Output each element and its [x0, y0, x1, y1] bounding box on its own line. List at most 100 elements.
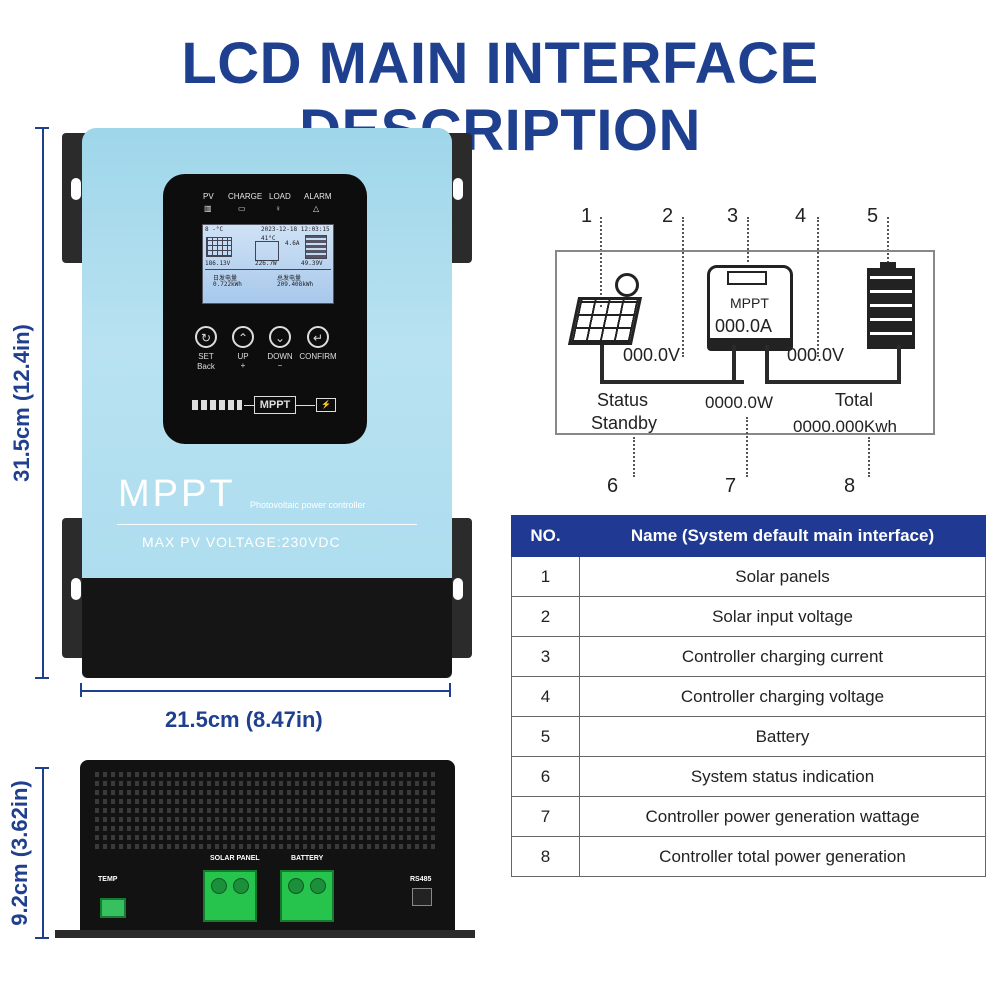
- left-wire: [600, 345, 744, 384]
- terminal-screw[interactable]: [288, 878, 304, 894]
- vent-slot: [183, 826, 187, 831]
- confirm-button[interactable]: ↵: [307, 326, 329, 348]
- vent-slot: [231, 826, 235, 831]
- vent-slot: [375, 781, 379, 786]
- vent-slot: [423, 817, 427, 822]
- vent-slot: [207, 790, 211, 795]
- vent-slot: [431, 808, 435, 813]
- terminal-screw[interactable]: [211, 878, 227, 894]
- temp-connector[interactable]: [100, 898, 126, 918]
- vent-slot: [359, 844, 363, 849]
- vent-slot: [391, 835, 395, 840]
- vent-slot: [231, 835, 235, 840]
- vent-slot: [183, 817, 187, 822]
- terminal-screw[interactable]: [310, 878, 326, 894]
- vent-slot: [127, 835, 131, 840]
- rs485-port[interactable]: [412, 888, 432, 906]
- callout-line: [600, 217, 602, 307]
- callout-5: 5: [867, 205, 879, 227]
- temp-port-label: TEMP: [98, 876, 118, 883]
- solar-terminal-block[interactable]: [203, 870, 257, 922]
- set-button[interactable]: ↻: [195, 326, 217, 348]
- vent-slot: [247, 835, 251, 840]
- vent-slot: [303, 826, 307, 831]
- vent-slot: [263, 781, 267, 786]
- vent-slot: [119, 772, 123, 777]
- vent-slot: [175, 817, 179, 822]
- vent-slot: [303, 799, 307, 804]
- vent-slot: [303, 844, 307, 849]
- row-name: Controller charging voltage: [579, 676, 986, 717]
- vent-slot: [255, 844, 259, 849]
- vent-slot: [311, 808, 315, 813]
- rs485-label: RS485: [410, 876, 432, 883]
- vent-slot: [391, 844, 395, 849]
- vent-slot: [327, 781, 331, 786]
- vent-slot: [167, 799, 171, 804]
- vent-slot: [215, 835, 219, 840]
- vent-slot: [95, 826, 99, 831]
- mount-hole: [71, 178, 81, 200]
- controller-base: [82, 578, 452, 678]
- vent-slot: [183, 781, 187, 786]
- up-button[interactable]: ⌃: [232, 326, 254, 348]
- vent-slot: [191, 799, 195, 804]
- vent-slot: [407, 844, 411, 849]
- callout-1: 1: [581, 205, 593, 227]
- vent-slot: [287, 844, 291, 849]
- vent-slot: [311, 799, 315, 804]
- vent-slot: [143, 799, 147, 804]
- vent-slot: [375, 808, 379, 813]
- brand-label: MPPT: [118, 473, 236, 515]
- vent-slot: [279, 790, 283, 795]
- vent-slot: [391, 772, 395, 777]
- controller-icon: [707, 265, 793, 351]
- vent-slot: [311, 772, 315, 777]
- vent-slot: [255, 799, 259, 804]
- vent-slot: [175, 772, 179, 777]
- vent-slot: [295, 844, 299, 849]
- vent-slot: [215, 817, 219, 822]
- vent-slot: [327, 817, 331, 822]
- row-number: 7: [511, 796, 580, 837]
- vent-slot: [127, 817, 131, 822]
- vent-slot: [215, 826, 219, 831]
- vent-slot: [239, 835, 243, 840]
- lcd-controller-icon: [255, 241, 279, 261]
- vent-slot: [247, 772, 251, 777]
- plus-label: +: [240, 361, 246, 370]
- battery-terminal-block[interactable]: [280, 870, 334, 922]
- vent-slot: [175, 844, 179, 849]
- vent-slot: [207, 835, 211, 840]
- vent-slot: [263, 826, 267, 831]
- row-name: Solar input voltage: [579, 596, 986, 637]
- vent-slot: [415, 817, 419, 822]
- vent-slot: [199, 799, 203, 804]
- vent-slot: [287, 790, 291, 795]
- vent-slot: [159, 817, 163, 822]
- vent-slot: [247, 790, 251, 795]
- vent-slot: [279, 799, 283, 804]
- vent-slot: [231, 772, 235, 777]
- vent-slot: [223, 781, 227, 786]
- interface-description-table: NO. Name (System default main interface)…: [511, 515, 986, 877]
- vent-slot: [167, 844, 171, 849]
- vent-slot: [159, 826, 163, 831]
- vent-slot: [415, 826, 419, 831]
- diagram-power: 0000.0W: [705, 393, 774, 412]
- vent-slot: [335, 835, 339, 840]
- vent-slot: [367, 799, 371, 804]
- vent-slot: [143, 844, 147, 849]
- row-number: 1: [511, 556, 580, 597]
- vent-slot: [375, 835, 379, 840]
- vent-slot: [399, 790, 403, 795]
- vent-slot: [231, 817, 235, 822]
- vent-grid: [95, 772, 440, 857]
- lcd-datetime: 2023-12-18 12:03:15: [261, 226, 330, 233]
- table-header-row: NO. Name (System default main interface): [511, 515, 986, 557]
- down-button[interactable]: ⌄: [269, 326, 291, 348]
- callout-line: [817, 217, 819, 357]
- terminal-screw[interactable]: [233, 878, 249, 894]
- vent-slot: [119, 790, 123, 795]
